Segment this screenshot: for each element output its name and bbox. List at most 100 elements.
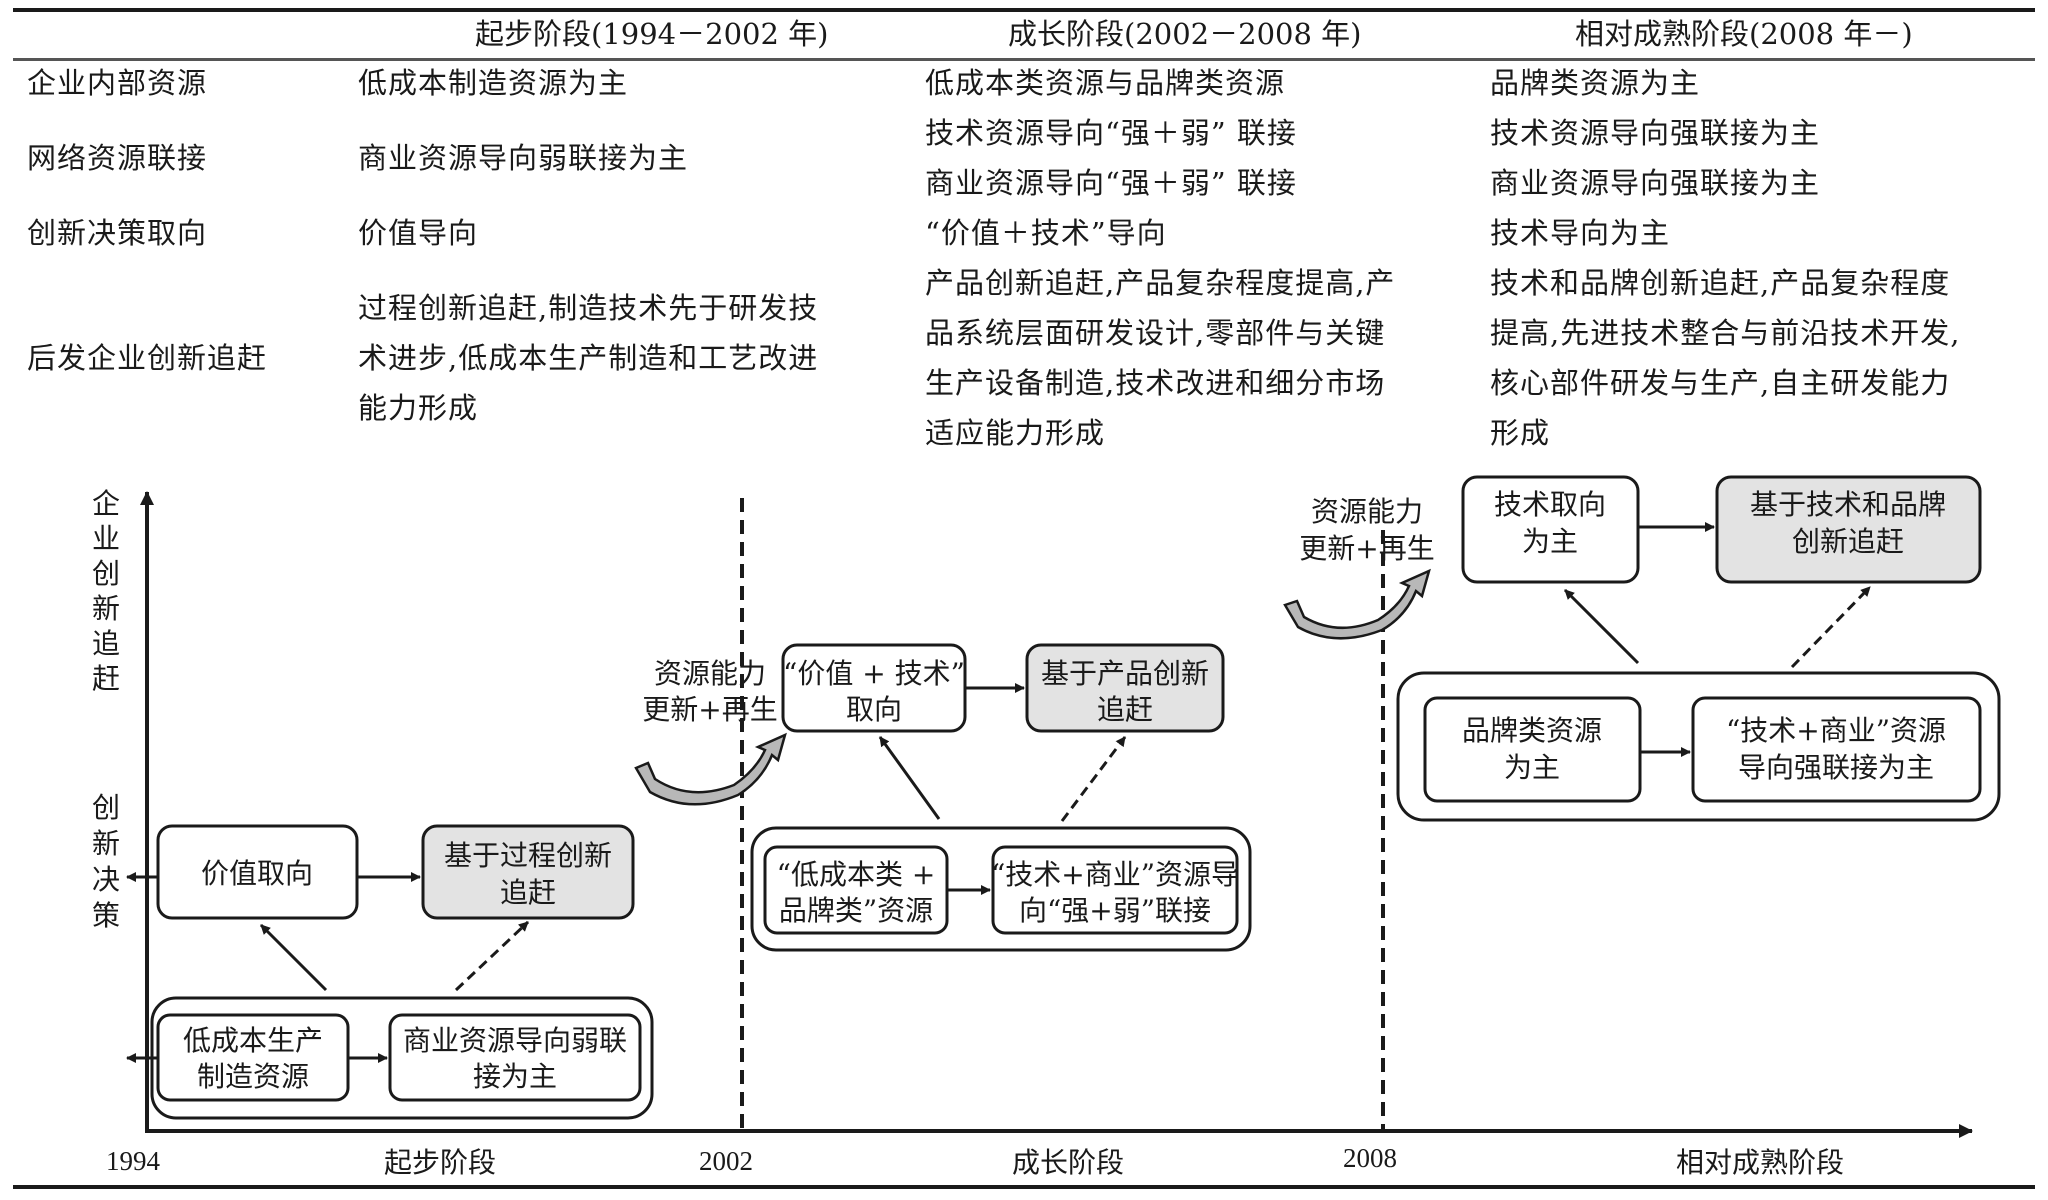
year-1994: 1994	[106, 1146, 161, 1176]
cell-line: 产品创新追赶,产品复杂程度提高,产	[925, 266, 1396, 300]
catchup-box-label: 追赶	[1097, 693, 1153, 726]
catchup-box-label: 基于产品创新	[1041, 657, 1209, 690]
decision-box-label: 价值取向	[201, 857, 313, 890]
group-to-decision-arrow	[259, 923, 328, 992]
axis-char: 新	[92, 592, 120, 625]
network-box	[388, 1013, 642, 1102]
resource-box-label: 为主	[1504, 751, 1560, 784]
table-bottom-rule	[13, 1185, 2035, 1189]
cell-mature-catchup: 技术和品牌创新追赶,产品复杂程度 提高,先进技术整合与前沿技术开发, 核心部件研…	[1490, 258, 1960, 458]
group-to-decision-arrow	[878, 736, 941, 820]
renewal-curved-arrow-icon	[634, 732, 787, 806]
resource-box-label: 低成本生产	[183, 1024, 323, 1057]
group-to-catchup-dashed-arrow	[1790, 585, 1872, 669]
catchup-box-label: 基于技术和品牌	[1750, 488, 1946, 521]
network-box-label: 导向强联接为主	[1738, 751, 1934, 784]
cell-line: 能力形成	[358, 391, 479, 425]
resource-group	[150, 996, 654, 1120]
stage-growth: “价值 + 技术” 取向 基于产品创新 追赶 “低成本类 + 品牌类”资源 “技…	[750, 643, 1252, 952]
cell-line: 技术和品牌创新追赶,产品复杂程度	[1490, 266, 1951, 300]
catchup-box	[1715, 475, 1982, 584]
y-axis-label-catchup: 企 业 创 新 追 赶	[92, 487, 120, 695]
axis-char: 业	[92, 522, 120, 555]
cell-line: 核心部件研发与生产,自主研发能力	[1490, 366, 1951, 400]
cell-growth-decision: “价值＋技术”导向	[925, 216, 1167, 250]
cell-growth-catchup: 产品创新追赶,产品复杂程度提高,产 品系统层面研发设计,零部件与关键 生产设备制…	[925, 258, 1395, 458]
stage-mature: 技术取向 为主 基于技术和品牌 创新追赶 品牌类资源 为主 “技术+商业”资源 …	[1396, 475, 2001, 822]
catchup-box-label: 基于过程创新	[444, 839, 612, 872]
network-box-label: 接为主	[473, 1060, 557, 1093]
cell-line: 过程创新追赶,制造技术先于研发技	[358, 291, 819, 325]
axis-char: 创	[92, 791, 120, 824]
axis-char: 新	[92, 827, 120, 860]
axis-char: 决	[92, 863, 120, 896]
renewal-curved-arrow-icon	[1283, 568, 1431, 640]
row-label-network-linkage: 网络资源联接	[27, 141, 208, 175]
resource-group	[750, 826, 1252, 952]
cell-line: 生产设备制造,技术改进和细分市场	[925, 366, 1386, 400]
cell-growth-internal: 低成本类资源与品牌类资源	[925, 66, 1286, 100]
group-to-catchup-dashed-arrow	[1060, 736, 1127, 822]
row-label-decision-orientation: 创新决策取向	[27, 216, 208, 250]
axis-char: 创	[92, 557, 120, 590]
cell-mature-internal: 品牌类资源为主	[1490, 66, 1701, 100]
transition-label: 更新+再生	[1299, 532, 1434, 565]
cell-startup-catchup: 过程创新追赶,制造技术先于研发技 术进步,低成本生产制造和工艺改进 能力形成	[358, 283, 818, 433]
group-to-decision-arrow	[1563, 588, 1640, 665]
catchup-box-label: 创新追赶	[1792, 525, 1904, 558]
table-header-rule	[13, 58, 2035, 61]
cell-startup-decision: 价值导向	[358, 216, 479, 250]
resource-box-label: “低成本类 +	[777, 858, 936, 891]
network-box-label: 向“强+弱”联接	[1019, 894, 1211, 927]
stage-label-growth: 成长阶段	[1012, 1146, 1124, 1179]
cell-mature-network-business: 商业资源导向强联接为主	[1490, 166, 1821, 200]
decision-box	[1461, 475, 1640, 584]
row-label-innovation-catchup: 后发企业创新追赶	[27, 341, 268, 375]
transition-2002: 资源能力 更新+再生	[634, 657, 787, 806]
stage-label-startup: 起步阶段	[384, 1146, 496, 1179]
network-box-label: “技术+商业”资源	[1726, 714, 1946, 747]
cell-mature-decision: 技术导向为主	[1490, 216, 1671, 250]
transition-label: 资源能力	[654, 657, 766, 690]
decision-box	[156, 824, 359, 920]
resource-box-label: 品牌类”资源	[779, 894, 933, 927]
row-label-internal-resources: 企业内部资源	[27, 66, 208, 100]
cell-growth-network-business: 商业资源导向“强＋弱” 联接	[925, 166, 1297, 200]
transition-label: 资源能力	[1311, 495, 1423, 528]
cell-growth-network-tech: 技术资源导向“强＋弱” 联接	[925, 116, 1297, 150]
table-top-rule	[13, 8, 2035, 12]
axis-char: 策	[92, 899, 120, 932]
stage-startup: 价值取向 基于过程创新 追赶 低成本生产 制造资源 商业资源导向弱联 接为主	[150, 824, 654, 1120]
header-mature-stage: 相对成熟阶段(2008 年－)	[1575, 17, 1913, 51]
decision-box-label: “价值 + 技术”	[783, 657, 965, 690]
decision-box-label: 为主	[1522, 525, 1578, 558]
resource-box-label: 制造资源	[197, 1060, 309, 1093]
catchup-box	[1025, 643, 1225, 733]
catchup-box-label: 追赶	[500, 876, 556, 909]
axis-char: 追	[92, 627, 120, 660]
transition-2008: 资源能力 更新+再生	[1283, 495, 1435, 640]
header-startup-stage: 起步阶段(1994－2002 年)	[475, 17, 829, 51]
year-2008: 2008	[1343, 1143, 1397, 1173]
catchup-box	[421, 824, 635, 920]
y-axis-label-decision: 创 新 决 策	[92, 791, 120, 932]
stage-label-mature: 相对成熟阶段	[1676, 1146, 1844, 1179]
axis-char: 赶	[92, 662, 120, 695]
resource-box	[1423, 696, 1642, 803]
transition-label: 更新+再生	[642, 693, 777, 726]
network-box	[1691, 696, 1982, 803]
decision-box-label: 取向	[846, 693, 902, 726]
cell-line: 品系统层面研发设计,零部件与关键	[925, 316, 1386, 350]
network-box-label: “技术+商业”资源导	[991, 858, 1239, 891]
cell-startup-network: 商业资源导向弱联接为主	[358, 141, 689, 175]
cell-line: 适应能力形成	[925, 416, 1106, 450]
cell-startup-internal: 低成本制造资源为主	[358, 66, 629, 100]
decision-box-label: 技术取向	[1494, 488, 1606, 521]
year-2002: 2002	[699, 1146, 753, 1176]
cell-line: 术进步,低成本生产制造和工艺改进	[358, 341, 819, 375]
axis-char: 企	[92, 487, 120, 520]
resource-group	[1396, 671, 2001, 822]
group-to-catchup-dashed-arrow	[454, 920, 530, 992]
resource-box-label: 品牌类资源	[1462, 714, 1602, 747]
